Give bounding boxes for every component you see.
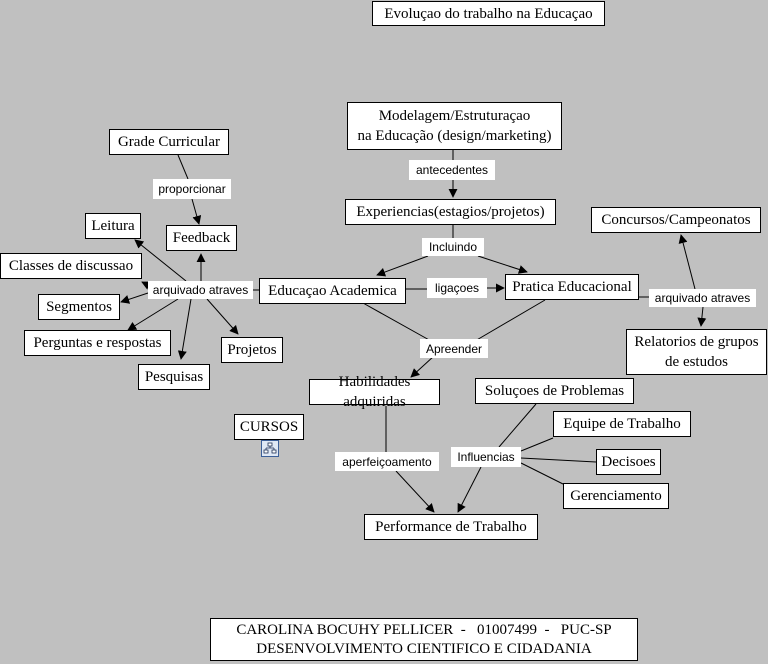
node-relatorios[interactable]: Relatorios de grupos de estudos bbox=[626, 329, 767, 375]
connector-influencias-performance bbox=[457, 466, 482, 513]
node-projetos[interactable]: Projetos bbox=[221, 337, 283, 363]
node-gerenciamento[interactable]: Gerenciamento bbox=[563, 483, 669, 509]
link-antecedentes[interactable]: antecedentes bbox=[409, 160, 495, 180]
node-classes-discussao[interactable]: Classes de discussao bbox=[0, 253, 142, 279]
link-apreender[interactable]: Apreender bbox=[420, 339, 488, 358]
connector-arquivado-concursos bbox=[678, 234, 696, 290]
concept-map-link-icon[interactable] bbox=[261, 440, 279, 457]
node-experiencias[interactable]: Experiencias(estagios/projetos) bbox=[345, 199, 556, 225]
connector-arquivado-classes bbox=[141, 281, 152, 290]
author-footer: CAROLINA BOCUHY PELLICER - 01007499 - PU… bbox=[210, 618, 638, 661]
node-solucoes[interactable]: Soluçoes de Problemas bbox=[475, 378, 634, 404]
node-leitura[interactable]: Leitura bbox=[85, 213, 141, 239]
link-incluindo[interactable]: Incluindo bbox=[422, 238, 484, 256]
node-educacao-academica[interactable]: Educaçao Academica bbox=[259, 278, 406, 304]
link-aperfeicoamento[interactable]: aperfeiçoamento bbox=[335, 452, 439, 471]
connector-incluindo-educacao bbox=[376, 255, 429, 277]
node-cursos[interactable]: CURSOS bbox=[234, 414, 304, 440]
node-modelagem[interactable]: Modelagem/Estruturaçao na Educação (desi… bbox=[347, 102, 562, 150]
connector-arquivado-projetos bbox=[206, 298, 239, 335]
node-feedback[interactable]: Feedback bbox=[166, 225, 237, 251]
connector-aperfeicoamento-performance bbox=[395, 470, 435, 513]
node-grade-curricular[interactable]: Grade Curricular bbox=[109, 129, 229, 155]
footer-line-author: CAROLINA BOCUHY PELLICER - 01007499 - PU… bbox=[236, 621, 612, 638]
map-title: Evoluçao do trabalho na Educaçao bbox=[372, 1, 605, 26]
link-ligacoes[interactable]: ligaçoes bbox=[427, 278, 487, 298]
node-habilidades[interactable]: Habilidades adquiridas bbox=[309, 374, 440, 410]
node-decisoes[interactable]: Decisoes bbox=[596, 449, 661, 475]
connector-proporcionar-feedback bbox=[191, 198, 202, 225]
node-equipe[interactable]: Equipe de Trabalho bbox=[553, 411, 691, 437]
connector-arquivado-leitura bbox=[134, 239, 187, 282]
connector-apreender-habilidades bbox=[410, 355, 435, 378]
node-pratica-educacional[interactable]: Pratica Educacional bbox=[505, 274, 639, 300]
connector-pratica-apreender bbox=[474, 299, 546, 342]
connector-gerenciamento-influencias bbox=[520, 462, 564, 485]
connector-equipe-influencias bbox=[520, 437, 554, 452]
link-arquivado-left[interactable]: arquivado atraves bbox=[148, 281, 253, 299]
node-concursos[interactable]: Concursos/Campeonatos bbox=[591, 207, 761, 233]
node-perguntas-respostas[interactable]: Perguntas e respostas bbox=[24, 330, 171, 356]
link-influencias[interactable]: Influencias bbox=[451, 447, 521, 467]
footer-line-course: DESENVOLVIMENTO CIENTIFICO E CIDADANIA bbox=[256, 640, 592, 657]
connector-arquivado-pesquisas bbox=[177, 298, 192, 360]
link-arquivado-right[interactable]: arquivado atraves bbox=[649, 289, 756, 307]
node-pesquisas[interactable]: Pesquisas bbox=[138, 364, 210, 390]
node-performance[interactable]: Performance de Trabalho bbox=[364, 514, 538, 540]
connector-educacao-apreender bbox=[362, 302, 432, 342]
connector-incluindo-pratica bbox=[477, 255, 528, 274]
connector-decisoes-influencias bbox=[520, 457, 597, 463]
connector-arquivado-perguntas bbox=[127, 298, 179, 331]
connector-arquivado-segmentos bbox=[120, 292, 149, 304]
link-proporcionar[interactable]: proporcionar bbox=[153, 179, 231, 199]
node-segmentos[interactable]: Segmentos bbox=[38, 294, 120, 320]
connector-arquivado-relatorios bbox=[697, 306, 707, 327]
connector-grade-proporcionar bbox=[177, 154, 189, 180]
connector-solucoes-influencias bbox=[498, 403, 537, 448]
